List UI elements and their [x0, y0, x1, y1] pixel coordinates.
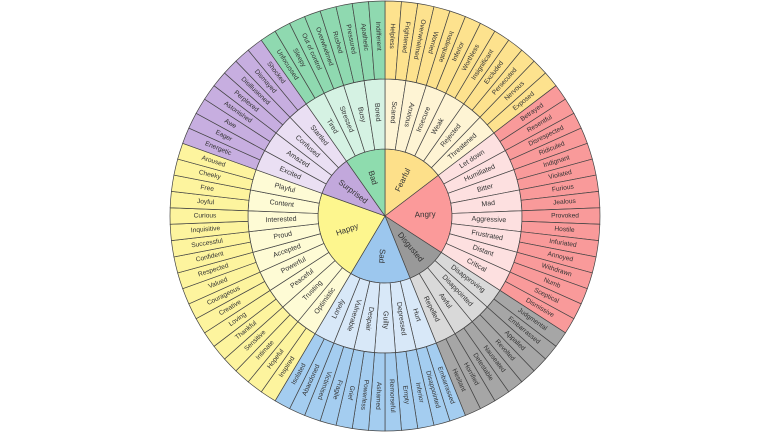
tertiary-emotion-label: Provoked	[551, 213, 579, 220]
secondary-emotion-label: Proud	[273, 231, 293, 241]
core-emotion-label: Sad	[377, 249, 387, 264]
tertiary-emotion-label: Apathetic	[359, 23, 369, 52]
secondary-emotion-label: Hurt	[411, 308, 422, 323]
tertiary-emotion-label: Jealous	[553, 198, 577, 207]
secondary-emotion-label: Despair	[364, 306, 375, 332]
secondary-emotion-label: Mad	[481, 200, 495, 209]
core-emotion-label: Angry	[415, 210, 436, 220]
tertiary-emotion-label: Successful	[191, 238, 224, 250]
tertiary-emotion-label: Empty	[401, 385, 410, 405]
core-emotion-label: Bad	[366, 170, 379, 186]
secondary-emotion-label: Interested	[265, 216, 296, 224]
tertiary-emotion-label: Hostile	[554, 226, 575, 235]
secondary-emotion-label: Content	[269, 199, 294, 209]
tertiary-emotion-label: Free	[200, 184, 215, 193]
tertiary-emotion-label: Frightened	[400, 21, 411, 53]
tertiary-emotion-label: Ashamed	[374, 382, 382, 410]
secondary-emotion-label: Busy	[356, 106, 366, 123]
tertiary-emotion-label: Remorseful	[388, 379, 396, 413]
tertiary-emotion-label: Furious	[551, 183, 574, 193]
tertiary-emotion-label: Infuriated	[549, 238, 578, 249]
tertiary-emotion-label: Joyful	[197, 198, 215, 206]
secondary-emotion-label: Scared	[389, 101, 398, 124]
secondary-emotion-label: Bored	[373, 103, 381, 122]
secondary-emotion-label: Aggressive	[471, 216, 506, 224]
tertiary-emotion-label: Helpless	[388, 23, 396, 49]
tertiary-emotion-label: Powerless	[359, 379, 370, 411]
tertiary-emotion-segment	[368, 0, 386, 80]
secondary-emotion-label: Guilty	[382, 311, 389, 329]
tertiary-emotion-label: Inferior	[414, 382, 425, 404]
tertiary-emotion-label: Grief	[346, 385, 356, 401]
tertiary-emotion-label: Indifferent	[374, 21, 382, 51]
tertiary-emotion-label: Inquisitive	[191, 225, 221, 234]
secondary-emotion-label: Bitter	[476, 183, 494, 194]
tertiary-emotion-label: Curious	[194, 213, 217, 220]
